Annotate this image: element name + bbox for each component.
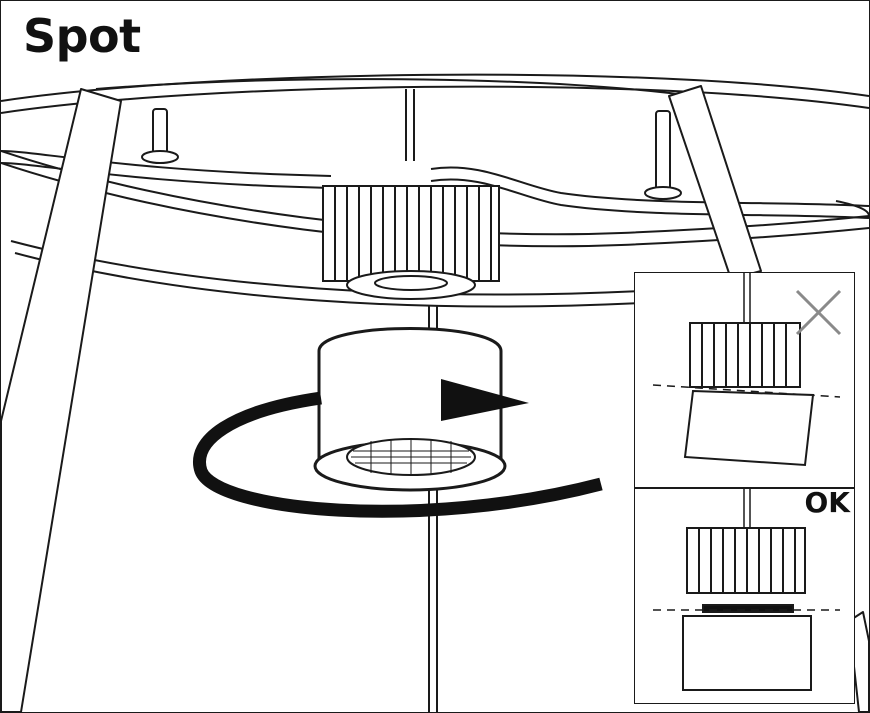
- frame-ring-outer: [1, 73, 869, 102]
- heatsink: [322, 185, 500, 300]
- frame-ring-lower-2: [1, 162, 869, 248]
- lens-grid: [351, 439, 471, 475]
- spot-tilted: [683, 389, 815, 467]
- pin-left: [152, 108, 168, 156]
- rotation-arrow: [193, 391, 603, 518]
- leg-left: [1, 88, 122, 712]
- spot-cylinder: [313, 327, 507, 492]
- page-title: Spot: [23, 9, 141, 63]
- frame-ring-inner: [95, 78, 702, 98]
- ring-right-end: [835, 200, 869, 217]
- panel-correct: [653, 488, 840, 691]
- frame-ring-outer-2: [1, 85, 869, 114]
- pin-right: [655, 110, 671, 192]
- frame-ring-lower: [1, 150, 869, 236]
- wrong-mark-icon: [795, 289, 842, 336]
- spot-aligned: [682, 615, 812, 691]
- rail-right: [430, 166, 869, 207]
- panel-wrong: [652, 273, 841, 467]
- rail-right-2: [430, 178, 869, 219]
- leg-right: [668, 85, 762, 280]
- ok-label: OK: [804, 486, 851, 519]
- comparison-drawing: [635, 273, 854, 691]
- frame-ring-inner-3: [14, 252, 642, 308]
- comparison-inset: OK: [634, 272, 855, 704]
- rotation-arrowhead: [441, 379, 529, 421]
